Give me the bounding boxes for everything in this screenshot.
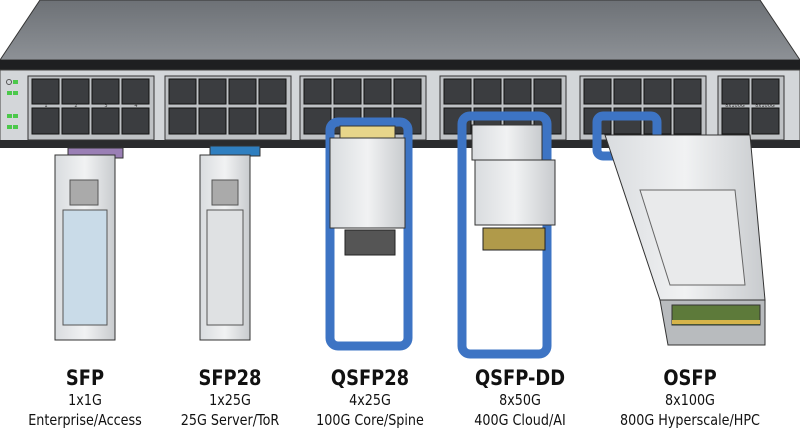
- port-speed-label: 8x100G: [725, 103, 745, 109]
- switch-port[interactable]: [61, 107, 90, 135]
- switch-port[interactable]: [91, 107, 120, 135]
- status-leds: [6, 79, 18, 129]
- switch-port[interactable]: [258, 107, 287, 135]
- switch-port[interactable]: [61, 78, 90, 105]
- switch-port[interactable]: [673, 78, 702, 105]
- switch-port[interactable]: [533, 78, 562, 105]
- module-use: 800G Hyperscale/HPC: [620, 411, 760, 429]
- sfp28-module: [199, 145, 261, 341]
- switch-port[interactable]: [393, 78, 422, 105]
- module-use: 400G Cloud/AI: [474, 411, 566, 429]
- switch-port[interactable]: [473, 78, 502, 105]
- switch-port[interactable]: [583, 78, 612, 105]
- module-use: 25G Server/ToR: [180, 411, 280, 429]
- switch-port[interactable]: [198, 78, 227, 105]
- switch-port[interactable]: [721, 78, 750, 105]
- switch-port[interactable]: [228, 107, 257, 135]
- switch-port[interactable]: [721, 107, 750, 135]
- osfp-module: [592, 111, 766, 346]
- switch-port[interactable]: [31, 107, 60, 135]
- vent-strip: [0, 60, 800, 72]
- qsfp-dd-module: [457, 111, 556, 359]
- module-name: QSFP28: [330, 366, 410, 390]
- module-name: SFP28: [198, 366, 262, 390]
- switch-port[interactable]: [503, 78, 532, 105]
- module-lanes: 8x50G: [499, 391, 541, 409]
- switch-port[interactable]: [363, 78, 392, 105]
- switch-port[interactable]: [121, 107, 150, 135]
- switch-port[interactable]: [168, 107, 197, 135]
- module-label-qsfp-dd: QSFP-DD 8x50G 400G Cloud/AI: [430, 366, 610, 430]
- switch-port[interactable]: [751, 107, 780, 135]
- switch-port[interactable]: [751, 78, 780, 105]
- module-lanes: 4x25G: [349, 391, 391, 409]
- module-name: QSFP-DD: [474, 366, 566, 390]
- module-label-qsfp28: QSFP28 4x25G 100G Core/Spine: [280, 366, 460, 430]
- switch-port[interactable]: [91, 78, 120, 105]
- switch-port[interactable]: [443, 78, 472, 105]
- module-name: SFP: [65, 366, 105, 390]
- switch-port[interactable]: [31, 78, 60, 105]
- port-number-label: 1: [44, 103, 47, 109]
- port-speed-label: 8x100G: [755, 103, 775, 109]
- switch-port[interactable]: [673, 107, 702, 135]
- module-lanes: 8x100G: [665, 391, 715, 409]
- switch-port[interactable]: [198, 107, 227, 135]
- module-name: OSFP: [663, 366, 717, 390]
- port-number-label: 2: [74, 103, 77, 109]
- module-label-sfp28: SFP28 1x25G 25G Server/ToR: [140, 366, 320, 430]
- switch-port[interactable]: [643, 78, 672, 105]
- switch-port[interactable]: [613, 78, 642, 105]
- module-label-osfp: OSFP 8x100G 800G Hyperscale/HPC: [600, 366, 780, 430]
- switch-port[interactable]: [121, 78, 150, 105]
- chassis-top: [0, 0, 800, 61]
- port-number-label: 4: [134, 103, 137, 109]
- sfp-module: [54, 147, 124, 341]
- module-lanes: 1x25G: [209, 391, 251, 409]
- switch-port[interactable]: [333, 78, 362, 105]
- switch-port[interactable]: [303, 78, 332, 105]
- module-label-sfp: SFP 1x1G Enterprise/Access: [0, 366, 175, 430]
- switch-port[interactable]: [228, 78, 257, 105]
- qsfp28-module: [325, 117, 413, 351]
- switch-port[interactable]: [258, 78, 287, 105]
- module-lanes: 1x1G: [68, 391, 102, 409]
- module-use: Enterprise/Access: [28, 411, 142, 429]
- switch-port[interactable]: [168, 78, 197, 105]
- module-use: 100G Core/Spine: [316, 411, 424, 429]
- port-number-label: 3: [104, 103, 107, 109]
